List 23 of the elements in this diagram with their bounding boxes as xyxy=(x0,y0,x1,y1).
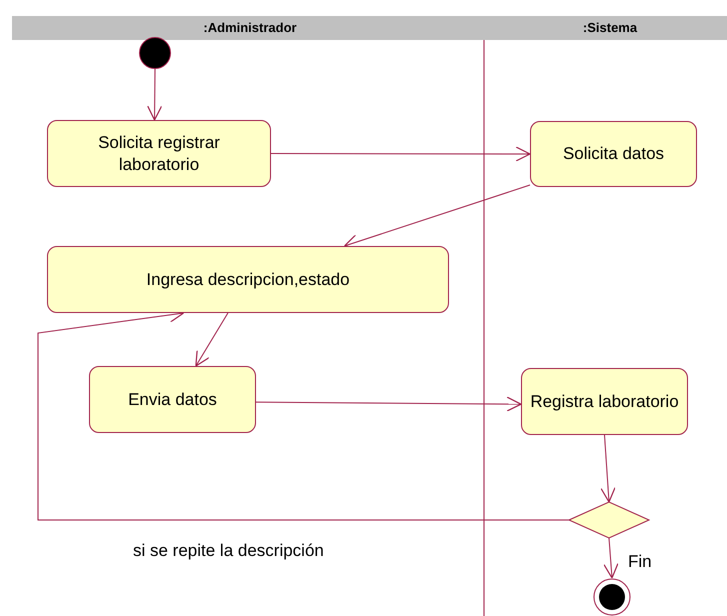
action-text: Solicita registrar laboratorio xyxy=(97,132,221,175)
action-text: Solicita datos xyxy=(562,143,664,165)
arrow xyxy=(256,396,522,412)
action-text: Envia datos xyxy=(128,388,217,410)
arrow xyxy=(603,538,619,579)
action-box xyxy=(47,120,271,187)
action-box xyxy=(47,246,449,313)
arrow xyxy=(600,434,616,503)
edge-label: si se repite la descripción xyxy=(133,541,324,561)
swimlane-title: :Sistema xyxy=(582,20,638,35)
swimlane-title: :Administrador xyxy=(203,20,297,35)
action-text: Registra laboratorio xyxy=(530,390,679,412)
arrow xyxy=(344,184,530,249)
action-text: Ingresa descripcion,estado xyxy=(146,268,350,290)
action-box xyxy=(530,121,697,187)
action-box xyxy=(89,366,256,433)
arrow xyxy=(147,68,162,121)
action-box xyxy=(521,368,688,435)
arrow xyxy=(270,146,531,162)
decision-diamond xyxy=(569,502,649,538)
arrow xyxy=(195,312,228,367)
final-node xyxy=(593,578,631,616)
initial-node xyxy=(139,37,171,69)
